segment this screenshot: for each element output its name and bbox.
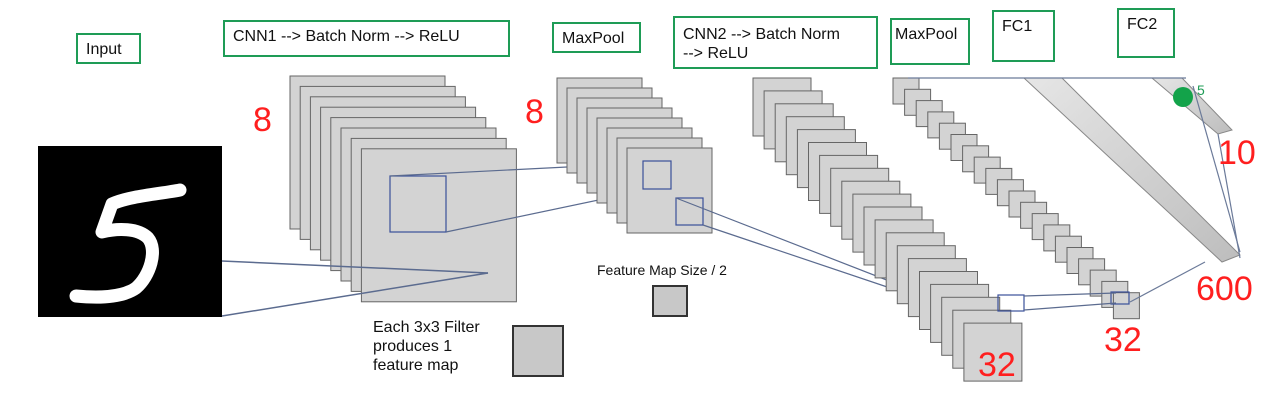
cnn2-feature-map — [963, 322, 1023, 382]
pool2-map-count: 32 — [1104, 321, 1142, 359]
marker-value-label: 5 — [1197, 82, 1205, 98]
fc1-unit-count: 600 — [1196, 270, 1253, 308]
pool2-to-fc1-line — [1129, 261, 1206, 303]
input-to-cnn1-line — [221, 260, 489, 274]
pool1-feature-map-stack — [556, 77, 713, 234]
pool1-map-count: 8 — [525, 93, 544, 131]
maxpool2-label: MaxPool — [890, 18, 970, 65]
cnn2-feature-map-stack — [752, 77, 1023, 382]
pool-example-square — [652, 285, 688, 317]
fc1-label: FC1 — [992, 10, 1055, 62]
pool-note: Feature Map Size / 2 — [597, 262, 727, 278]
cnn2-label: CNN2 --> Batch Norm --> ReLU — [673, 16, 878, 69]
pool1-window — [642, 160, 672, 190]
input-label: Input — [76, 33, 141, 64]
cnn2-window — [997, 294, 1025, 312]
filter-note: Each 3x3 Filter produces 1 feature map — [373, 319, 480, 374]
input-digit-five — [69, 183, 187, 304]
input-to-cnn1-line — [221, 272, 489, 317]
cnn1-map-count: 8 — [253, 101, 272, 139]
cnn1-feature-map — [360, 148, 517, 303]
cnn2-to-pool2-line — [1023, 302, 1117, 311]
cnn2-to-pool2-line — [1023, 292, 1117, 297]
fc2-unit-count: 10 — [1218, 134, 1256, 172]
pool1-filter-window — [675, 197, 704, 226]
cnn1-label: CNN1 --> Batch Norm --> ReLU — [223, 20, 510, 57]
cnn2-map-count: 32 — [978, 346, 1016, 384]
output-marker-dot — [1173, 87, 1193, 107]
cnn1-feature-map-stack — [289, 75, 517, 303]
fc2-layer-bar — [1150, 77, 1233, 135]
pool2-feature-map-stack — [892, 77, 1140, 320]
pool2-window — [1110, 291, 1130, 305]
cnn1-filter-window — [389, 175, 447, 233]
fc2-label: FC2 — [1117, 8, 1175, 58]
pool2-feature-map — [1112, 292, 1140, 320]
pool1-feature-map — [626, 147, 713, 234]
fc1-to-fc2-line — [1192, 85, 1241, 253]
maxpool1-label: MaxPool — [552, 22, 641, 53]
filter-example-square — [512, 325, 564, 377]
